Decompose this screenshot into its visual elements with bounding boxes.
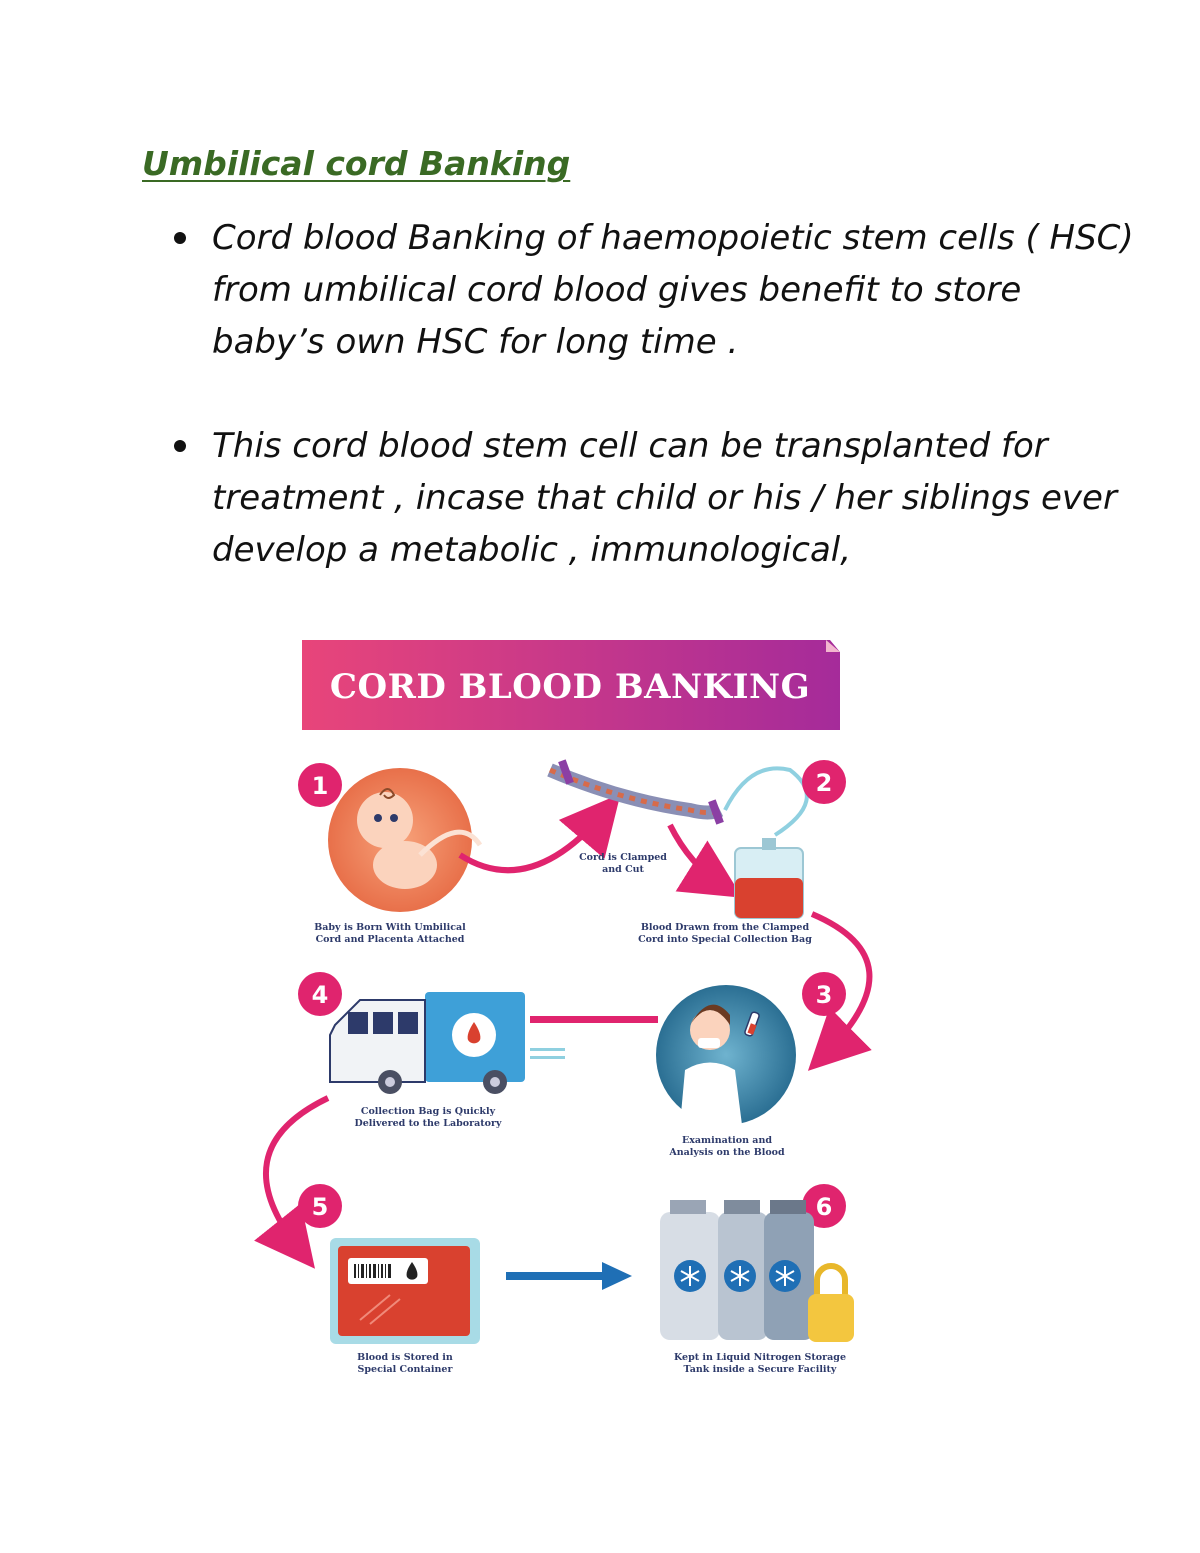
bullet-line: This cord blood stem cell can be transpl… xyxy=(212,426,1048,466)
umbilical-cord-icon xyxy=(547,759,809,837)
step-caption: Special Container xyxy=(358,1364,454,1375)
step-badge xyxy=(298,763,342,807)
cord-caption: Cord is Clamped xyxy=(579,852,667,863)
bullet-item: Cord blood Banking of haemopoietic stem … xyxy=(170,212,1134,368)
step-number: 3 xyxy=(816,981,833,1009)
bullet-line: develop a metabolic , immunological, xyxy=(212,530,852,570)
page-heading: Umbilical cord Banking xyxy=(142,144,571,183)
connector xyxy=(530,1016,658,1023)
step-caption: Baby is Born With Umbilical xyxy=(314,922,466,933)
scientist-icon xyxy=(656,985,796,1125)
bullet-line: treatment , incase that child or his / h… xyxy=(212,478,1117,518)
step-caption: Blood is Stored in xyxy=(357,1352,453,1363)
cord-blood-banking-infographic: CORD BLOOD BANKING 1 Baby is Born With U… xyxy=(230,630,910,1390)
step-caption: Tank inside a Secure Facility xyxy=(684,1364,837,1375)
step-badge xyxy=(298,1184,342,1228)
step-caption: Blood Drawn from the Clamped xyxy=(641,922,810,933)
step-5: 5 Blood is Stored in Special Container xyxy=(298,1184,480,1375)
bullet-line: Cord blood Banking of haemopoietic stem … xyxy=(212,218,1134,258)
nitrogen-tanks-icon xyxy=(660,1200,854,1342)
step-badge xyxy=(802,760,846,804)
bullet-line: baby’s own HSC for long time . xyxy=(212,322,739,362)
cord-caption: and Cut xyxy=(602,864,644,875)
step-3: 3 Examination and Analysis on the Blood xyxy=(656,972,846,1158)
step-badge xyxy=(298,972,342,1016)
bullet-line: from umbilical cord blood gives benefit … xyxy=(212,270,1022,310)
step-caption: Kept in Liquid Nitrogen Storage xyxy=(674,1352,846,1363)
step-1: 1 Baby is Born With Umbilical Cord and P… xyxy=(298,763,621,945)
storage-container-icon xyxy=(330,1238,480,1344)
step-2: 2 Blood Drawn from the Clamped Cord into… xyxy=(638,760,846,945)
step-badge xyxy=(802,972,846,1016)
step-number: 5 xyxy=(312,1193,329,1221)
baby-icon xyxy=(328,768,483,912)
step-caption: Examination and xyxy=(682,1135,772,1146)
step-4: 4 Collection Bag is Quickly Delivered to… xyxy=(298,972,565,1129)
step-6: 6 Kept in Liquid Nitrogen Storage Tank i… xyxy=(660,1184,854,1375)
step-badge xyxy=(802,1184,846,1228)
step-caption: Cord into Special Collection Bag xyxy=(638,934,812,945)
step-number: 1 xyxy=(312,772,329,800)
step-number: 2 xyxy=(816,769,833,797)
flow-arrow xyxy=(506,1262,632,1290)
banner: CORD BLOOD BANKING xyxy=(302,640,840,730)
step-number: 6 xyxy=(816,1193,833,1221)
step-caption: Cord and Placenta Attached xyxy=(316,934,465,945)
banner-title: CORD BLOOD BANKING xyxy=(330,667,810,707)
step-caption: Delivered to the Laboratory xyxy=(355,1118,502,1129)
bullet-dot xyxy=(174,440,186,452)
collection-bag-icon xyxy=(734,838,804,919)
delivery-truck-icon xyxy=(329,992,565,1094)
bullet-dot xyxy=(174,232,186,244)
step-caption: Collection Bag is Quickly xyxy=(361,1106,496,1117)
bullet-list: Cord blood Banking of haemopoietic stem … xyxy=(170,212,1134,628)
step-caption: Analysis on the Blood xyxy=(668,1147,785,1158)
bullet-item: This cord blood stem cell can be transpl… xyxy=(170,420,1117,576)
step-number: 4 xyxy=(312,981,329,1009)
